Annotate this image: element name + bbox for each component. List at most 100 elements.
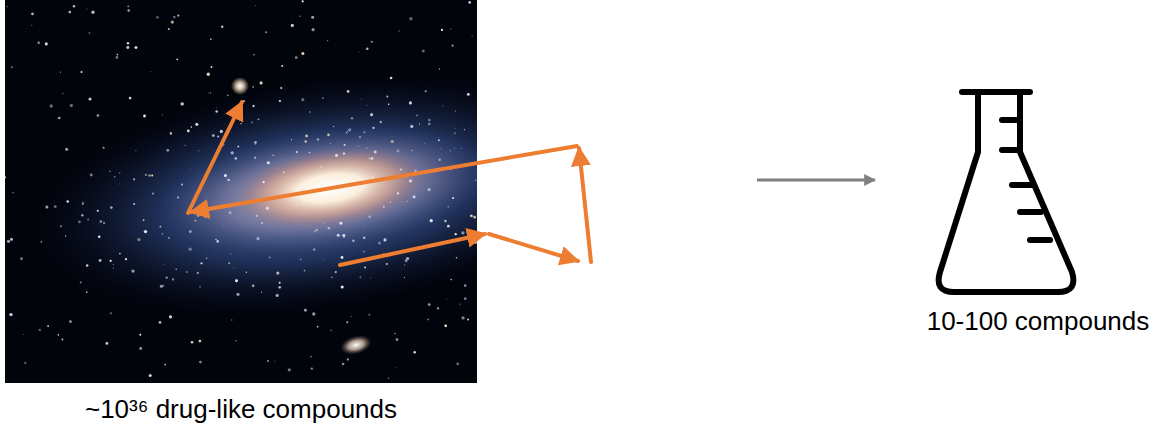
star (109, 171, 111, 173)
star (312, 28, 315, 31)
star (369, 216, 371, 218)
star (440, 148, 442, 150)
star (371, 157, 373, 159)
star (335, 154, 338, 157)
star (380, 121, 382, 123)
star (81, 214, 83, 216)
star (404, 277, 405, 278)
flask-tick (1002, 117, 1020, 123)
star (360, 98, 362, 100)
star (383, 238, 386, 241)
star (321, 183, 324, 186)
star (144, 230, 147, 233)
star (280, 87, 282, 89)
star (82, 203, 84, 205)
star (261, 222, 263, 224)
star (230, 253, 231, 254)
star (45, 205, 48, 208)
star (235, 279, 238, 282)
star (7, 240, 10, 243)
star (231, 110, 233, 112)
star (68, 11, 71, 14)
star (227, 94, 229, 96)
star (235, 157, 237, 159)
star (217, 135, 219, 137)
star (279, 282, 281, 284)
star (252, 86, 253, 87)
star (304, 309, 307, 312)
star (473, 216, 476, 219)
bright-star (231, 77, 249, 95)
star (163, 264, 165, 266)
star (296, 151, 298, 153)
star (470, 215, 472, 217)
star (451, 44, 453, 46)
star (272, 155, 274, 157)
star (88, 97, 91, 100)
star (86, 264, 88, 266)
star (228, 262, 230, 264)
star (212, 134, 215, 137)
star-field (5, 0, 477, 379)
star (133, 178, 135, 180)
star (240, 123, 241, 124)
star (254, 4, 256, 6)
star (45, 42, 48, 45)
star (301, 52, 304, 55)
star (288, 368, 291, 371)
star (176, 58, 178, 60)
star (425, 90, 427, 92)
star (126, 46, 129, 49)
star (335, 271, 337, 273)
star (346, 321, 348, 323)
star (40, 241, 42, 243)
star (129, 97, 132, 100)
star (322, 97, 324, 99)
star (97, 114, 100, 117)
star (159, 321, 162, 324)
star (439, 68, 440, 69)
star (454, 233, 456, 235)
star (390, 201, 391, 202)
star (22, 334, 24, 336)
star (323, 258, 325, 260)
star (58, 117, 61, 120)
star (438, 136, 440, 138)
star (54, 205, 57, 208)
star (191, 126, 192, 127)
star (343, 152, 345, 154)
star (60, 225, 62, 227)
star (172, 278, 174, 280)
star (216, 240, 219, 243)
star (231, 319, 232, 320)
star (246, 272, 248, 274)
star (10, 238, 13, 241)
star (135, 46, 138, 49)
star (438, 158, 440, 160)
star (341, 256, 344, 259)
star (127, 6, 129, 8)
star (60, 72, 61, 73)
star (346, 132, 348, 134)
star (113, 268, 114, 269)
star (210, 38, 212, 40)
star (467, 93, 470, 96)
star (221, 26, 224, 29)
star (190, 169, 192, 171)
star (344, 144, 346, 146)
star (323, 222, 324, 223)
star (362, 226, 364, 228)
star (363, 131, 365, 133)
star (31, 12, 34, 15)
caption: 10-100 compounds (920, 306, 1156, 336)
star (150, 71, 151, 72)
star (233, 267, 235, 269)
star (65, 235, 66, 236)
star (327, 133, 330, 136)
path-arrow (489, 234, 578, 261)
star (189, 230, 192, 233)
star (424, 142, 426, 144)
star (267, 161, 270, 164)
star (464, 129, 465, 130)
star (114, 176, 115, 177)
